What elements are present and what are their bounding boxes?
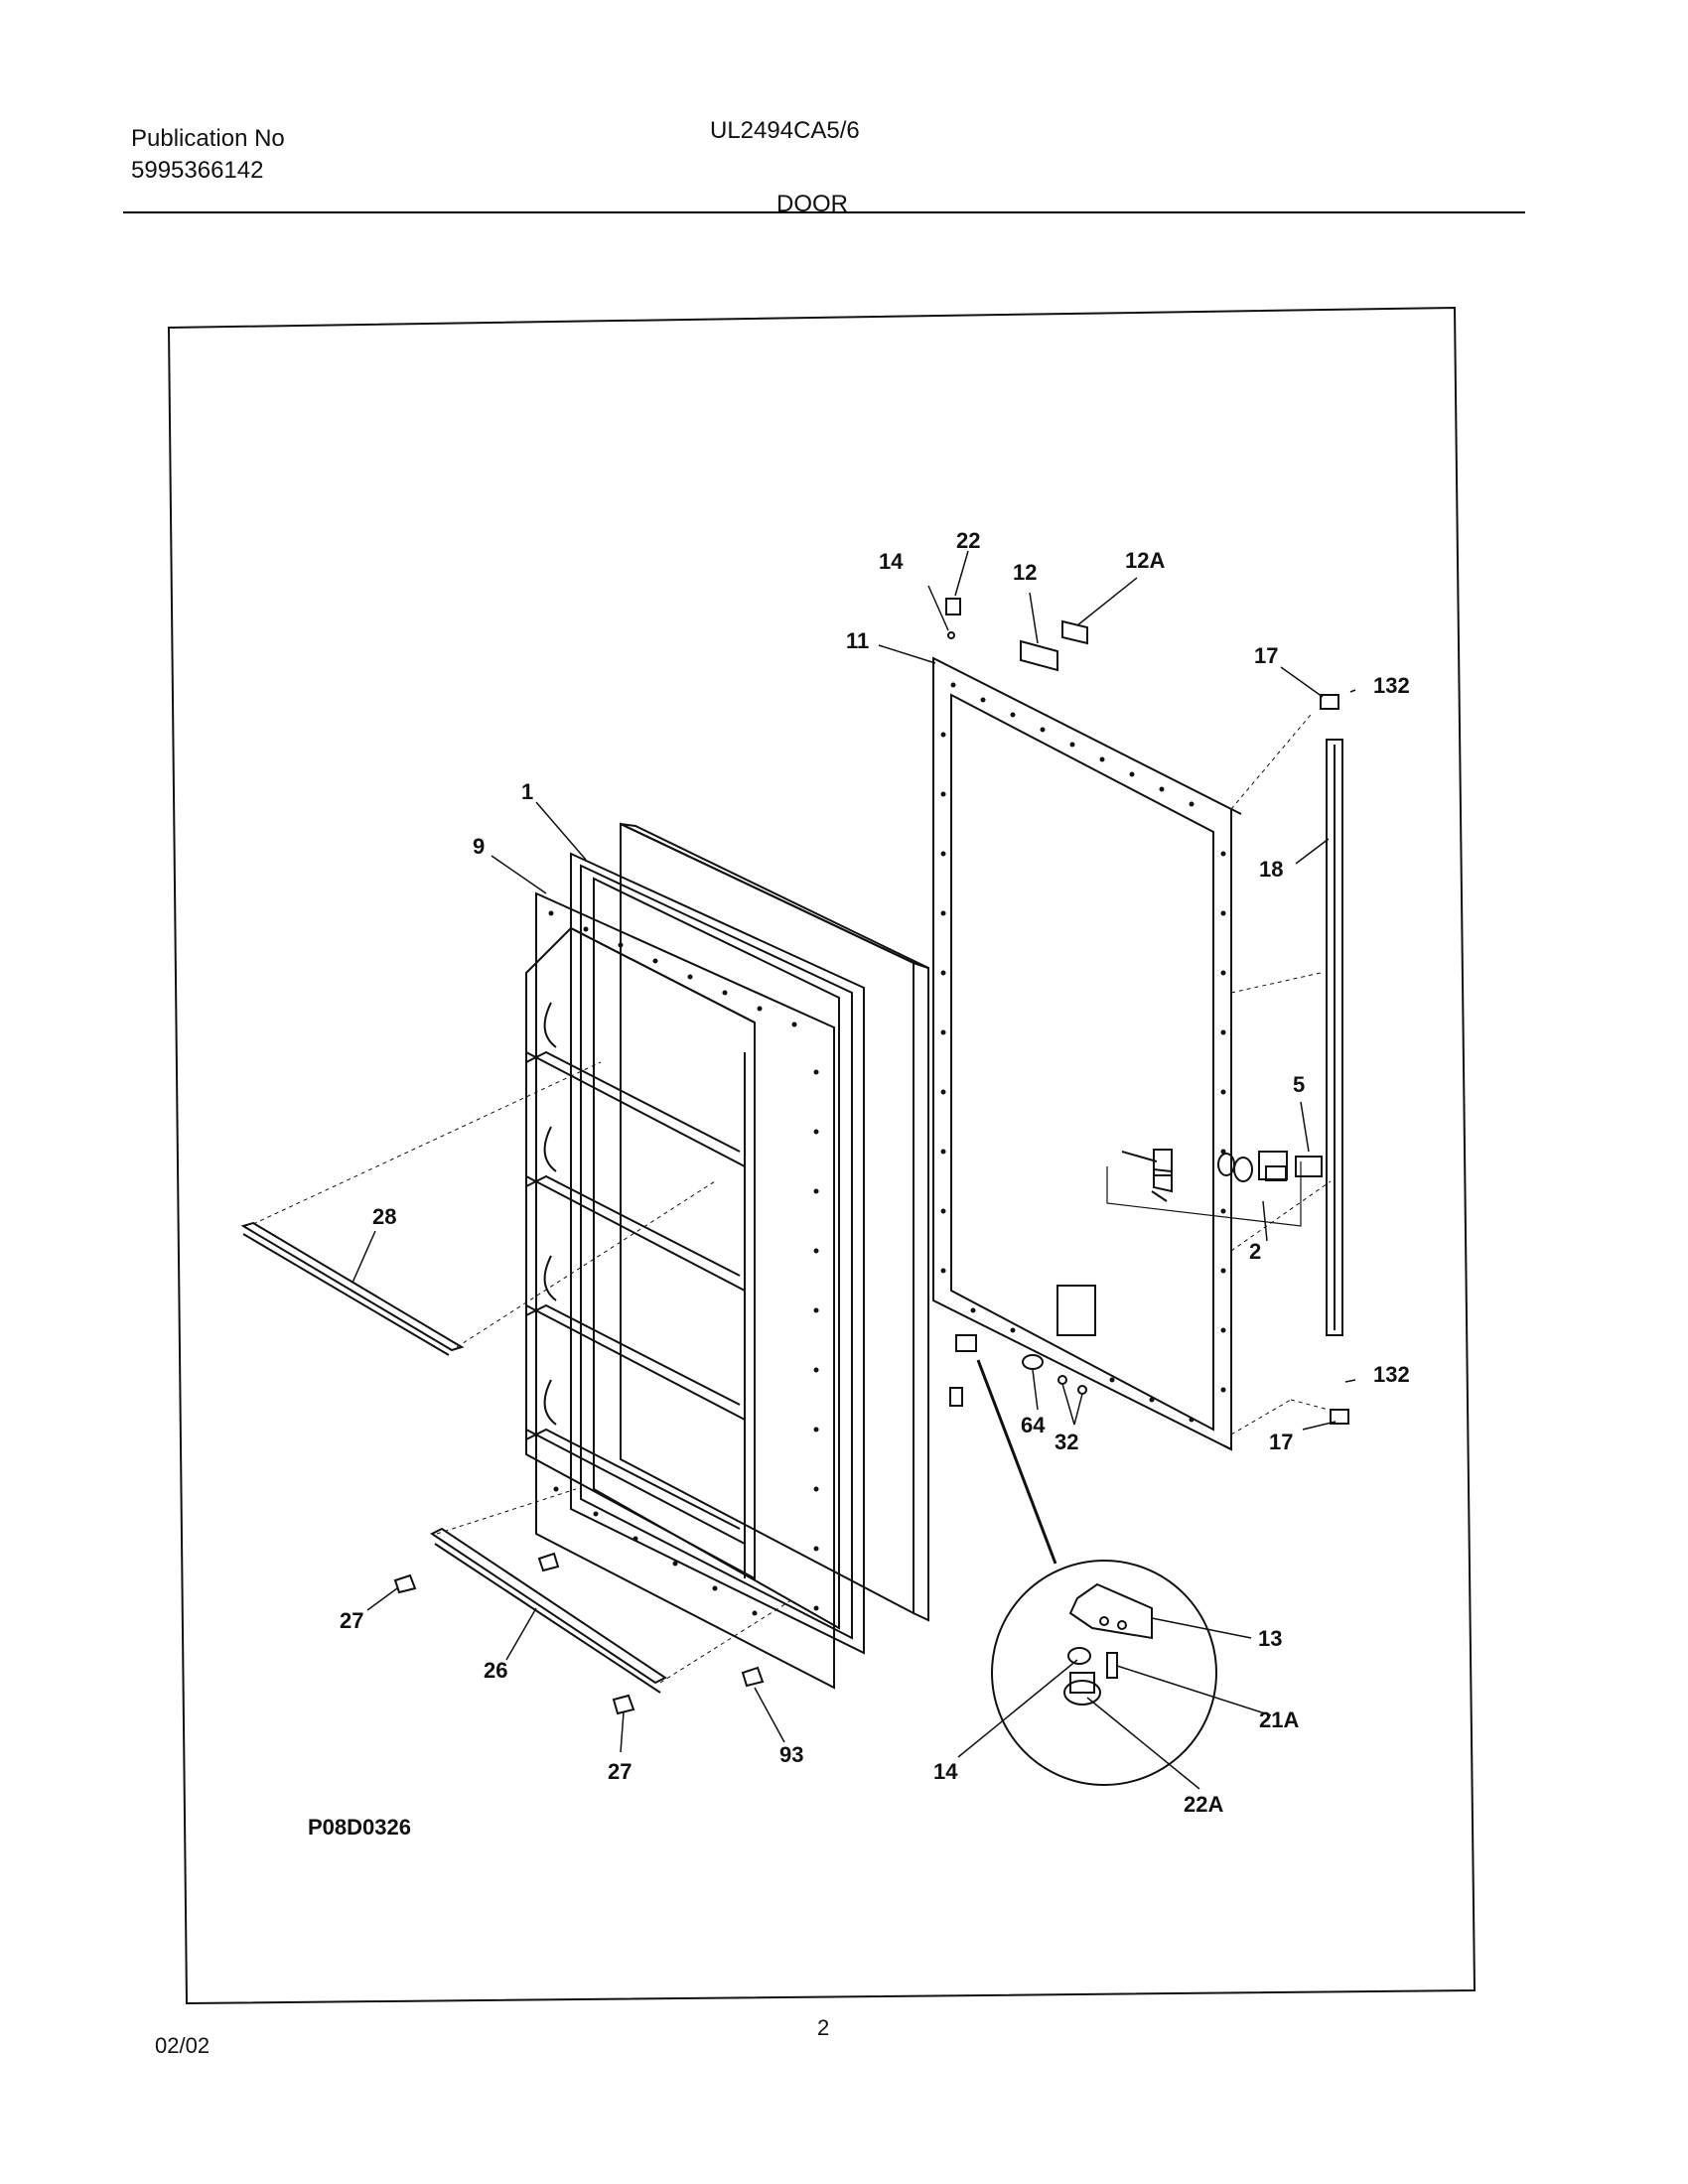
callout-2: 2 [1249,1239,1261,1264]
callout-12a: 12A [1125,548,1165,573]
leader-lines [352,550,1356,1790]
callout-27-lower: 27 [608,1759,632,1784]
screw-27-mid [537,1552,560,1572]
callout-1: 1 [521,779,533,804]
trim-bar-26 [430,1527,667,1694]
model-number: UL2494CA5/6 [710,117,860,144]
label-12 [1020,639,1058,672]
frame-bolt-holes [548,682,1226,1616]
part-32b [1077,1385,1087,1395]
detail-plug-22a [1063,1672,1101,1706]
callout-22a: 22A [1184,1792,1223,1817]
part-32a [1057,1375,1067,1385]
callout-9: 9 [473,834,485,859]
callout-14-top: 14 [879,549,904,574]
drawing-code: P08D0326 [308,1815,411,1840]
callout-17-bottom: 17 [1269,1430,1293,1454]
callout-132-bottom: 132 [1373,1362,1410,1387]
header-rule [123,211,1525,213]
hinge-detail-lines [1106,1161,1302,1227]
callout-13: 13 [1258,1626,1282,1651]
callout-22: 22 [956,528,980,553]
callout-11: 11 [846,628,869,653]
screw-93 [741,1666,765,1688]
door-gasket [570,852,865,1655]
plug-22-lower [949,1387,963,1407]
callout-64: 64 [1021,1413,1046,1437]
hinge-assembly [1121,1149,1323,1202]
end-cap-bottom [1330,1409,1349,1425]
footer-page-number: 2 [817,2015,830,2040]
publication-number: 5995366142 [131,157,264,184]
trim-bar-28 [240,1221,465,1356]
callout-5: 5 [1293,1072,1305,1097]
diagram-frame [167,306,1477,2005]
callout-17-top: 17 [1254,643,1278,668]
callout-27-left: 27 [340,1608,363,1633]
screw-27-lower [612,1694,635,1715]
guide-lines [252,714,1332,1684]
callout-18: 18 [1259,857,1283,882]
callout-21a: 21A [1259,1707,1299,1732]
outer-door-panel [620,822,929,1622]
screw-27-left [393,1573,417,1594]
callout-12: 12 [1013,560,1037,585]
callout-14-detail: 14 [933,1759,958,1784]
callout-93: 93 [779,1742,803,1767]
detail-washer-14 [1067,1647,1091,1665]
callout-32: 32 [1055,1430,1078,1454]
publication-label: Publication No [131,125,285,152]
callout-132-top: 132 [1373,673,1410,698]
part-64 [1022,1354,1044,1370]
screw-22 [945,598,961,615]
callout-28: 28 [372,1204,396,1229]
handle-strip [1326,739,1343,1336]
footer-date: 02/02 [155,2033,211,2058]
end-cap-top [1320,694,1339,710]
door-frame [932,656,1242,1451]
label-12a [1061,619,1088,645]
detail-screw-21a [1106,1652,1118,1679]
bottom-hinge-bracket [955,1334,977,1352]
detail-circle [991,1560,1217,1786]
detail-bracket-13 [1068,1582,1153,1640]
washer-14 [947,631,955,639]
callout-26: 26 [484,1658,507,1683]
callout-labels: 22 14 12 12A 11 17 132 18 1 9 5 2 28 132… [308,528,1410,1840]
door-liner [525,891,835,1690]
